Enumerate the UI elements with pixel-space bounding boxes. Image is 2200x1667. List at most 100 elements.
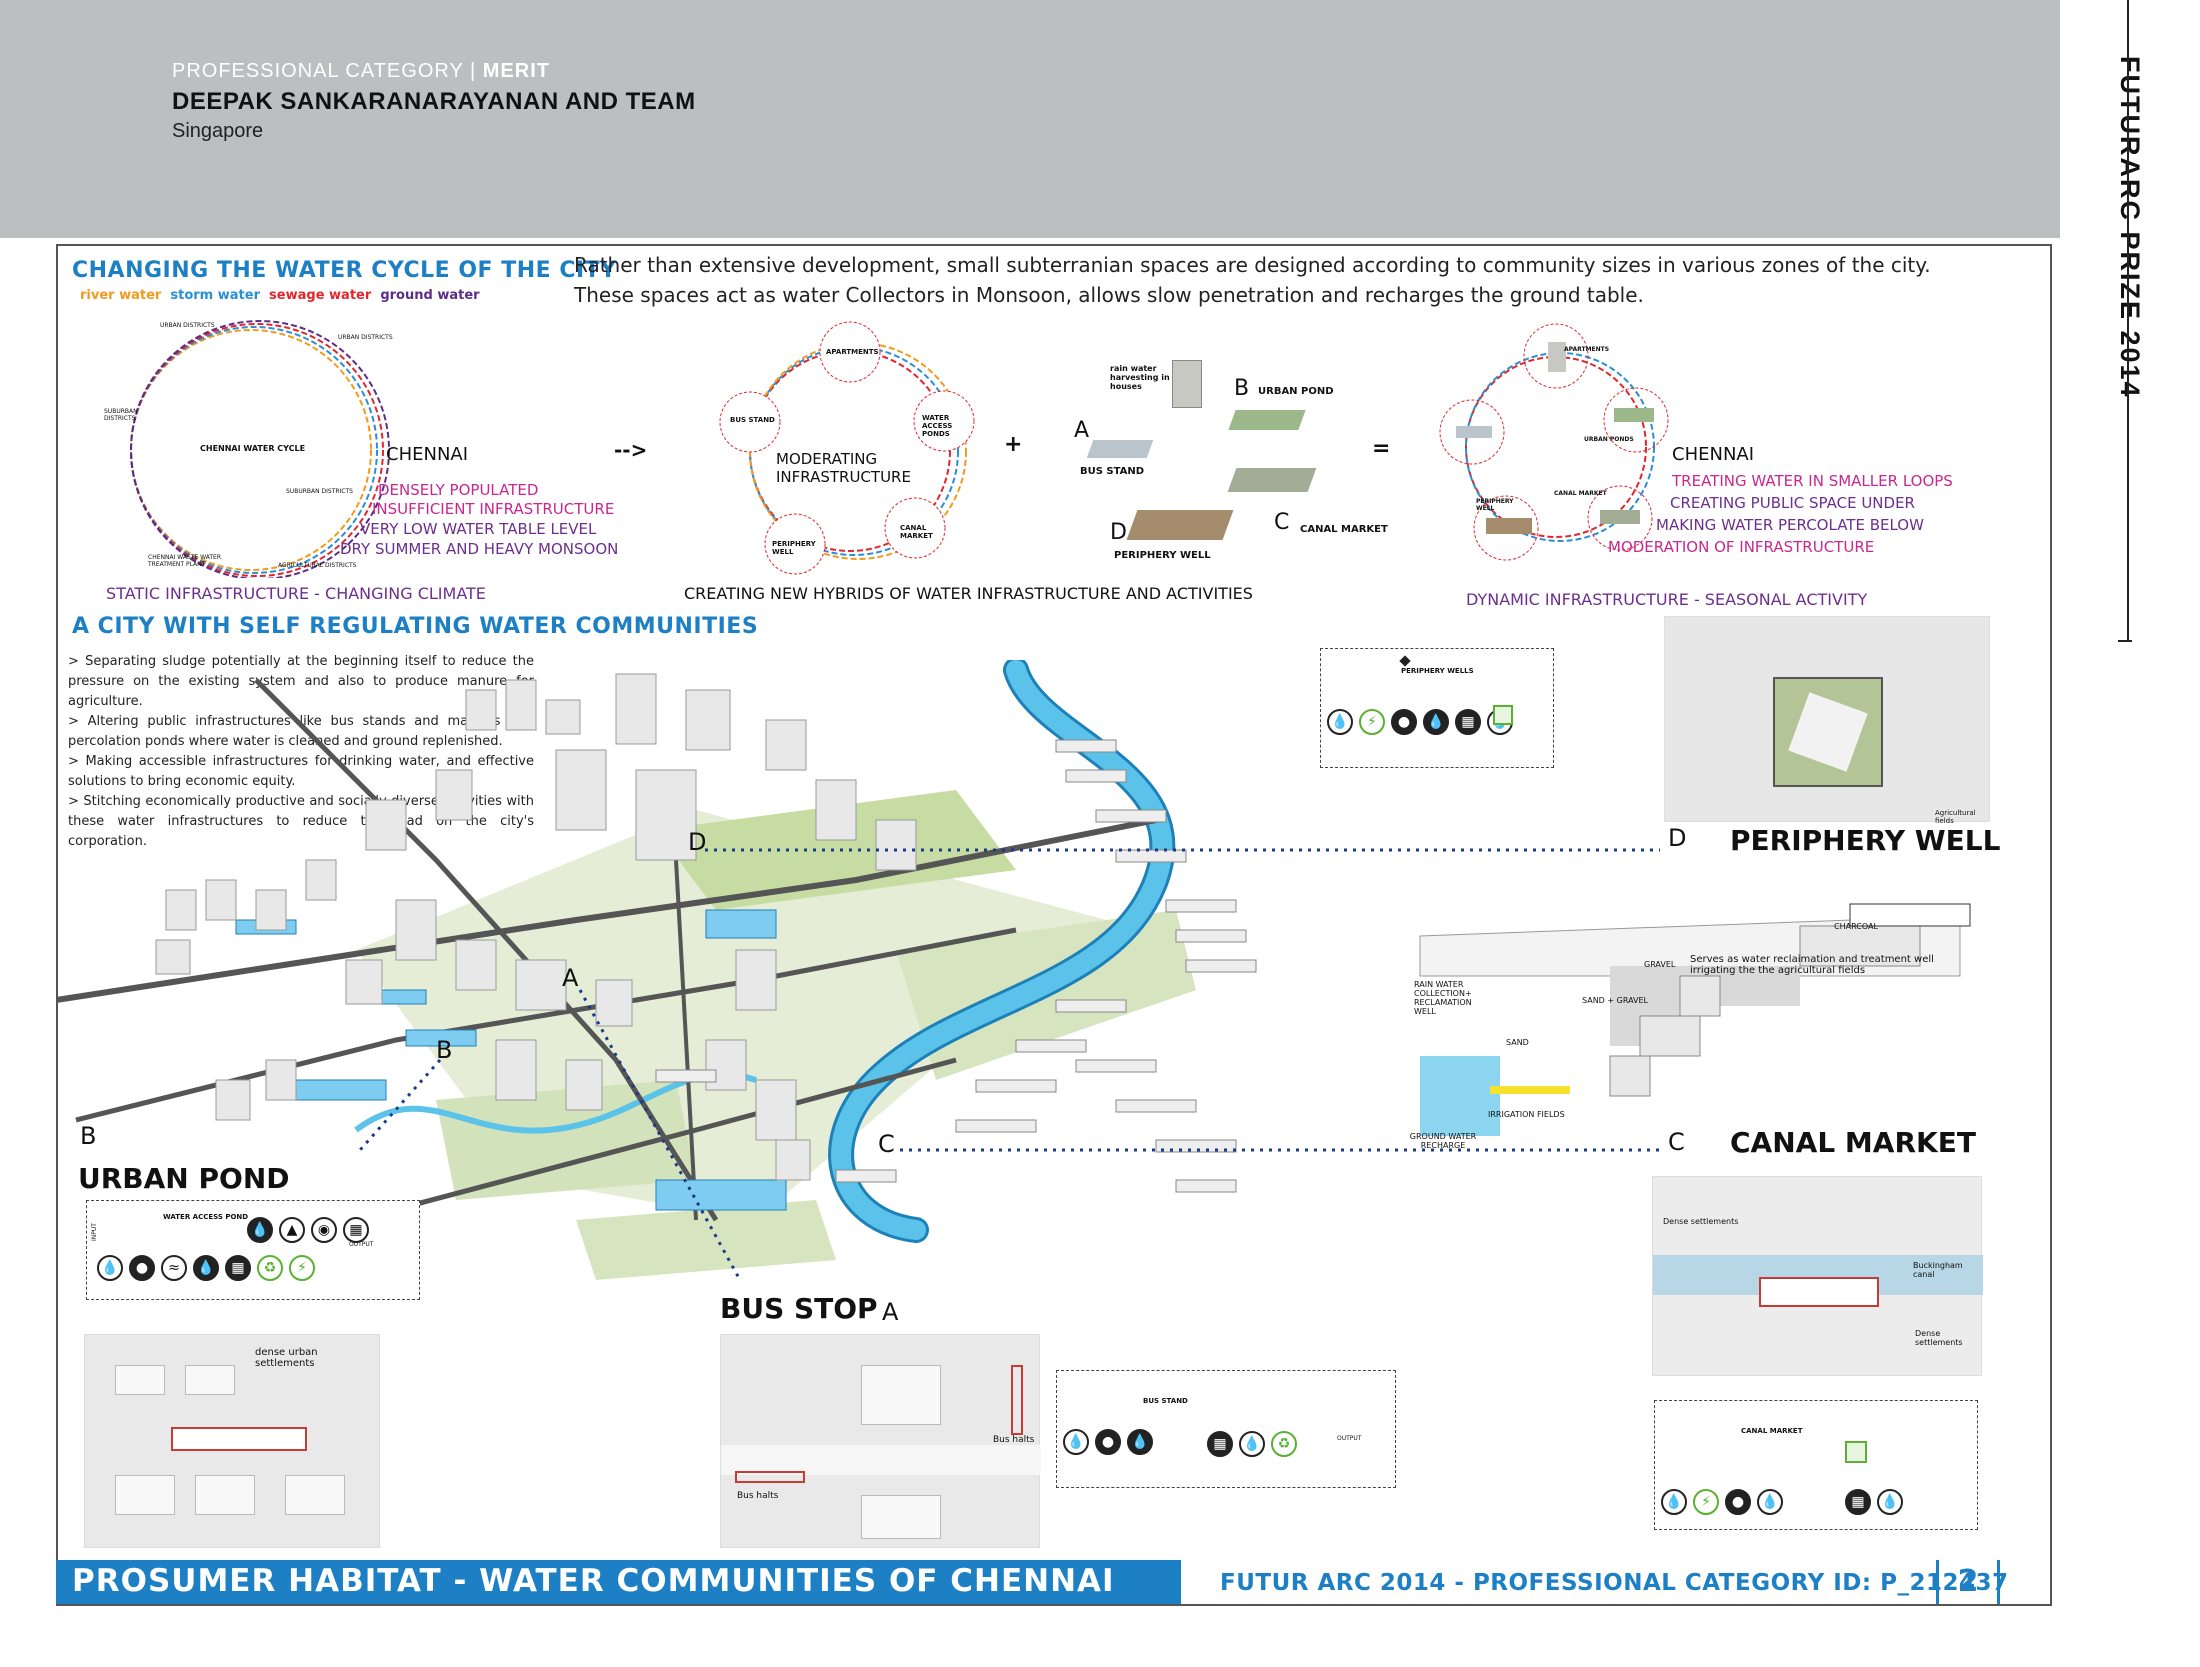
- wave-icon: ≈: [161, 1255, 187, 1281]
- canal-market-diagram-label: CANAL MARKET: [1741, 1427, 1803, 1435]
- periphery-flow-diagram: PERIPHERY WELLS 💧⚡●💧▦💧: [1320, 648, 1554, 768]
- bullet-list: > Separating sludge potentially at the b…: [68, 652, 534, 852]
- cycle1-issue: VERY LOW WATER TABLE LEVEL: [360, 520, 597, 538]
- rain-harvest-label: rain water harvesting in houses: [1110, 364, 1170, 391]
- cycle1-issue: DRY SUMMER AND HEAVY MONSOON: [340, 540, 619, 558]
- legend-river: river water: [80, 288, 162, 303]
- cycle3-benefit: TREATING WATER IN SMALLER LOOPS: [1672, 472, 1953, 490]
- pond-plan-rect: [171, 1427, 307, 1451]
- canal-plan-label: Dense settlements: [1663, 1217, 1739, 1226]
- recycle-icon: ♻: [257, 1255, 283, 1281]
- cycle2-node: PERIPHERY WELL: [772, 540, 816, 556]
- footer-category-id: FUTUR ARC 2014 - PROFESSIONAL CATEGORY I…: [1220, 1570, 2009, 1596]
- section-label: CHARCOAL: [1834, 922, 1878, 931]
- hybrid-letter-c: C: [1274, 510, 1290, 535]
- bus-stop-title: BUS STOP: [720, 1292, 878, 1325]
- map-marker-c: C: [878, 1130, 895, 1158]
- vertical-rule: [2127, 0, 2129, 640]
- section1-title: CHANGING THE WATER CYCLE OF THE CITY: [72, 258, 617, 283]
- plan-block: [285, 1475, 345, 1515]
- cycle1-label: SUBURBAN DISTRICTS: [104, 408, 138, 422]
- urban-pond-title: URBAN POND: [78, 1162, 290, 1195]
- recycle-icon: [1493, 705, 1513, 725]
- energy-icon: ⚡: [1693, 1489, 1719, 1515]
- recycle-icon: [1845, 1441, 1867, 1463]
- hybrid-label-b: URBAN POND: [1258, 386, 1334, 397]
- hybrid-label-d: PERIPHERY WELL: [1114, 550, 1211, 561]
- sludge-icon: ●: [1391, 709, 1417, 735]
- cycle2-node: CANAL MARKET: [900, 524, 933, 540]
- urban-pond-plan: dense urban settlements: [84, 1334, 380, 1548]
- canal-plan-label: Dense settlements: [1915, 1329, 1963, 1347]
- plus-symbol: +: [1004, 432, 1023, 457]
- output-label: OUTPUT: [1337, 1435, 1362, 1442]
- award-label: MERIT: [482, 60, 550, 82]
- canal-market-icon-row-2: ▦💧: [1845, 1489, 1909, 1515]
- periphery-letter: D: [1668, 824, 1687, 852]
- urban-pond-model-icon: [1228, 410, 1306, 430]
- triangle-icon: ▲: [279, 1217, 305, 1243]
- solar-icon: ▦: [343, 1217, 369, 1243]
- canal-market-letter: C: [1668, 1128, 1685, 1156]
- header-band: [0, 0, 2060, 238]
- sludge-icon: ●: [129, 1255, 155, 1281]
- team-location: Singapore: [172, 120, 264, 142]
- page-number: 2: [1936, 1560, 2000, 1604]
- water-drop-icon: 💧: [1661, 1489, 1687, 1515]
- bus-halt-rect: [735, 1471, 805, 1483]
- bus-halt-rect: [1011, 1365, 1023, 1435]
- intro-text: Rather than extensive development, small…: [574, 253, 1931, 307]
- cycle1-issue: DENSELY POPULATED: [378, 481, 539, 499]
- apartment-model-icon: [1172, 360, 1202, 408]
- urban-pond-flow-diagram: WATER ACCESS POND INPUT OUTPUT 💧●≈💧▦♻⚡ 💧…: [86, 1200, 420, 1300]
- canal-plan-label: Buckingham canal: [1913, 1261, 1963, 1279]
- plan-block: [185, 1365, 235, 1395]
- periphery-icon-row: 💧⚡●💧▦💧: [1327, 709, 1519, 735]
- legend: river water storm water sewage water gro…: [80, 288, 480, 303]
- section-label: GRAVEL: [1644, 960, 1676, 969]
- cycle2-node: WATER ACCESS PONDS: [922, 414, 953, 438]
- periphery-plan-label: Agricultural fields: [1935, 809, 1976, 825]
- bus-stand-diagram-label: BUS STAND: [1143, 1397, 1188, 1405]
- filter-icon: ▦: [1455, 709, 1481, 735]
- canal-market-icon-row: 💧⚡●💧: [1661, 1489, 1789, 1515]
- map-marker-a: A: [562, 964, 579, 992]
- cycle3-benefit: MAKING WATER PERCOLATE BELOW: [1656, 516, 1924, 534]
- water-drop-icon: 💧: [1423, 709, 1449, 735]
- cycle1-label: URBAN DISTRICTS: [160, 322, 215, 329]
- cycle3-city: CHENNAI: [1672, 444, 1755, 465]
- bus-halt-label: Bus halts: [737, 1491, 779, 1501]
- periphery-section: [1419, 903, 1971, 1136]
- footer-title-bar: [56, 1560, 1181, 1604]
- cycle1-label: URBAN DISTRICTS: [338, 334, 393, 341]
- canal-market-model-icon: [1227, 468, 1317, 492]
- water-drop-icon: 💧: [1757, 1489, 1783, 1515]
- legend-storm: storm water: [170, 288, 260, 303]
- bullet-item: > Altering public infrastructures like b…: [68, 714, 534, 749]
- urban-pond-icon-row-top: 💧▲◉▦: [247, 1217, 375, 1243]
- bus-stand-icon-row: 💧●💧: [1063, 1429, 1159, 1455]
- cycle1-center: CHENNAI WATER CYCLE: [200, 444, 306, 453]
- section-label: GROUND WATER RECHARGE: [1409, 1132, 1477, 1150]
- hybrid-letter-a: A: [1074, 418, 1090, 443]
- map-marker-d: D: [688, 828, 707, 856]
- dynamic-cycle-diagram: [1439, 323, 1669, 561]
- bus-stand-model-icon: [1086, 440, 1154, 458]
- energy-icon: ⚡: [1359, 709, 1385, 735]
- cycle3-benefit: MODERATION OF INFRASTRUCTURE: [1608, 538, 1875, 556]
- plan-block: [861, 1495, 941, 1539]
- legend-ground: ground water: [380, 288, 480, 303]
- cycle1-label: SUBURBAN DISTRICTS: [286, 488, 353, 495]
- cycle2-node: APARTMENTS: [826, 348, 879, 356]
- energy-icon: ⚡: [289, 1255, 315, 1281]
- category-line: PROFESSIONAL CATEGORY | MERIT: [172, 60, 550, 82]
- periphery-note: Serves as water reclaimation and treatme…: [1690, 954, 1934, 976]
- moderating-cycle-diagram: [719, 321, 975, 575]
- plan-block: [195, 1475, 255, 1515]
- cycle1-label: CHENNAI WASTE WATER TREATMENT PLANT: [148, 554, 221, 568]
- canal-market-plan: Dense settlements Buckingham canal Dense…: [1652, 1176, 1983, 1376]
- input-label: INPUT: [91, 1223, 98, 1241]
- canal-market-title: CANAL MARKET: [1730, 1126, 1976, 1159]
- water-drop-icon: 💧: [1239, 1431, 1265, 1457]
- legend-sewage: sewage water: [269, 288, 372, 303]
